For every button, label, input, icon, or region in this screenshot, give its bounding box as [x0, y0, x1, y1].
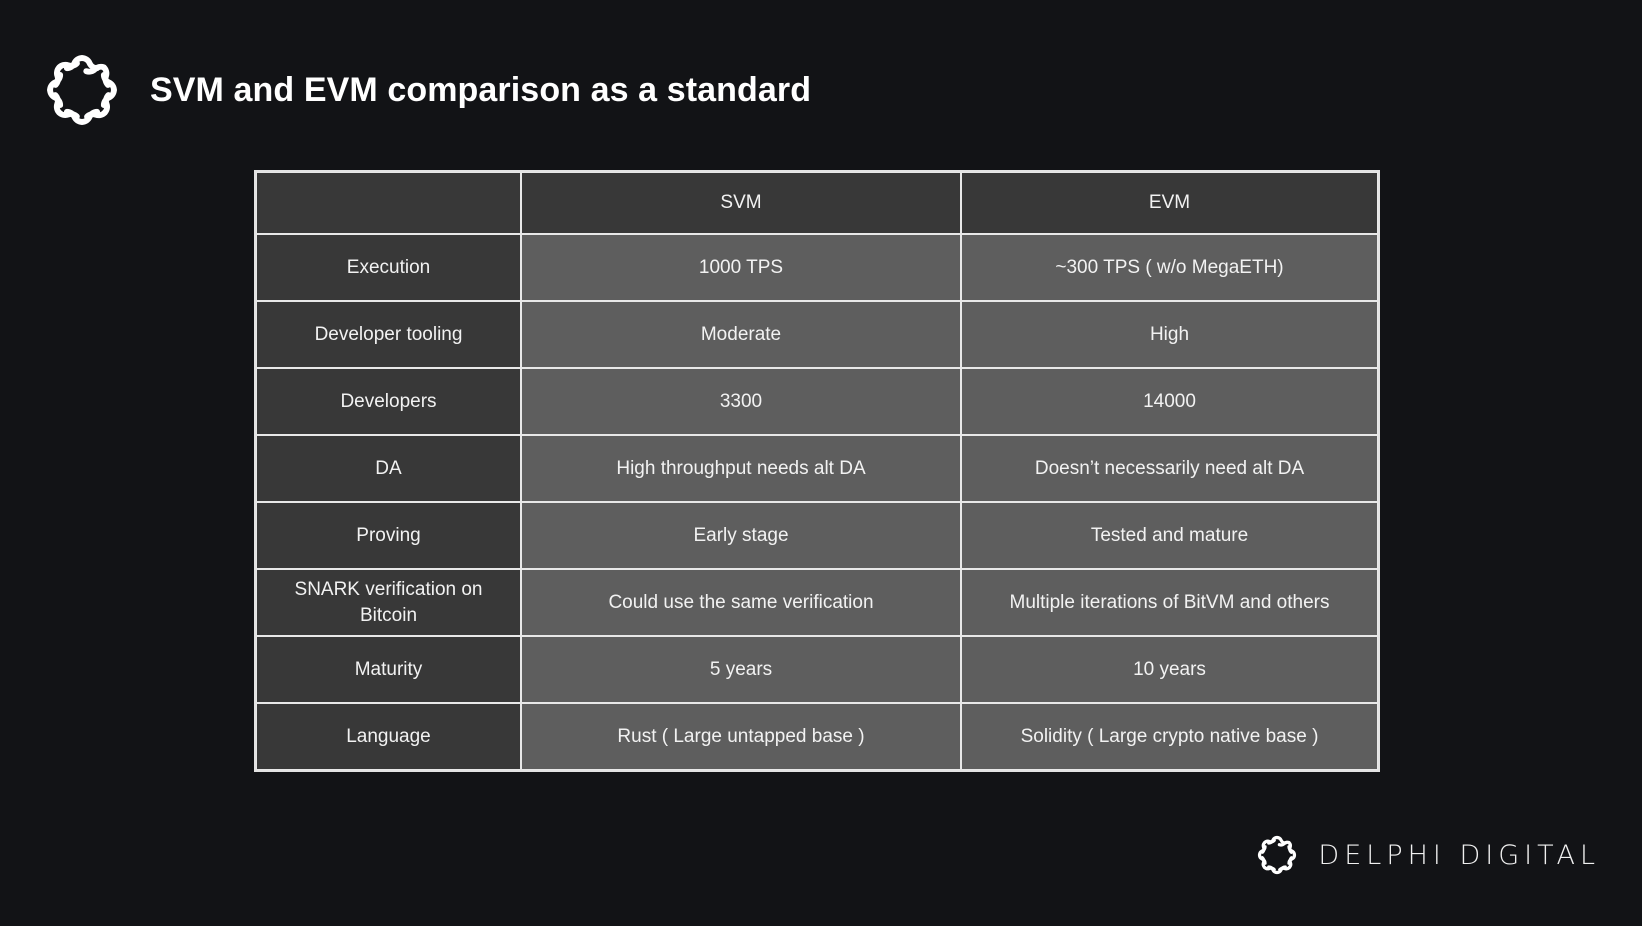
table-header-row: SVM EVM: [256, 172, 1378, 234]
cell-svm-value: 3300: [521, 368, 961, 435]
column-header-evm: EVM: [961, 172, 1378, 234]
cell-svm-value: Early stage: [521, 502, 961, 569]
cell-evm-value: Doesn’t necessarily need alt DA: [961, 435, 1378, 502]
table-row: Proving Early stage Tested and mature: [256, 502, 1378, 569]
delphi-knot-logo-icon: [1254, 832, 1300, 878]
cell-svm-value: Could use the same verification: [521, 569, 961, 636]
table-body: Execution 1000 TPS ~300 TPS ( w/o MegaET…: [256, 234, 1378, 770]
slide-header: SVM and EVM comparison as a standard: [40, 48, 811, 132]
footer-brand: DELPHI DIGITAL: [1254, 832, 1600, 878]
cell-svm-value: High throughput needs alt DA: [521, 435, 961, 502]
cell-evm-value: High: [961, 301, 1378, 368]
cell-evm-value: 10 years: [961, 636, 1378, 703]
footer-wordmark: DELPHI DIGITAL: [1318, 839, 1600, 871]
row-label: Language: [256, 703, 521, 770]
cell-evm-value: ~300 TPS ( w/o MegaETH): [961, 234, 1378, 301]
row-label: Proving: [256, 502, 521, 569]
cell-evm-value: Multiple iterations of BitVM and others: [961, 569, 1378, 636]
table-row: Developers 3300 14000: [256, 368, 1378, 435]
column-header-blank: [256, 172, 521, 234]
page-title: SVM and EVM comparison as a standard: [150, 70, 812, 109]
cell-evm-value: 14000: [961, 368, 1378, 435]
cell-svm-value: Rust ( Large untapped base ): [521, 703, 961, 770]
table-row: Language Rust ( Large untapped base ) So…: [256, 703, 1378, 770]
cell-evm-value: Tested and mature: [961, 502, 1378, 569]
table-row: Developer tooling Moderate High: [256, 301, 1378, 368]
column-header-svm: SVM: [521, 172, 961, 234]
delphi-knot-logo-icon: [40, 48, 124, 132]
cell-svm-value: 1000 TPS: [521, 234, 961, 301]
table-row: Execution 1000 TPS ~300 TPS ( w/o MegaET…: [256, 234, 1378, 301]
table-row: SNARK verification on Bitcoin Could use …: [256, 569, 1378, 636]
table-row: Maturity 5 years 10 years: [256, 636, 1378, 703]
row-label: Developers: [256, 368, 521, 435]
row-label: Maturity: [256, 636, 521, 703]
table-row: DA High throughput needs alt DA Doesn’t …: [256, 435, 1378, 502]
cell-evm-value: Solidity ( Large crypto native base ): [961, 703, 1378, 770]
row-label: Execution: [256, 234, 521, 301]
row-label: DA: [256, 435, 521, 502]
row-label: Developer tooling: [256, 301, 521, 368]
cell-svm-value: Moderate: [521, 301, 961, 368]
svm-evm-comparison-table: SVM EVM Execution 1000 TPS ~300 TPS ( w/…: [254, 170, 1380, 772]
row-label: SNARK verification on Bitcoin: [256, 569, 521, 636]
cell-svm-value: 5 years: [521, 636, 961, 703]
